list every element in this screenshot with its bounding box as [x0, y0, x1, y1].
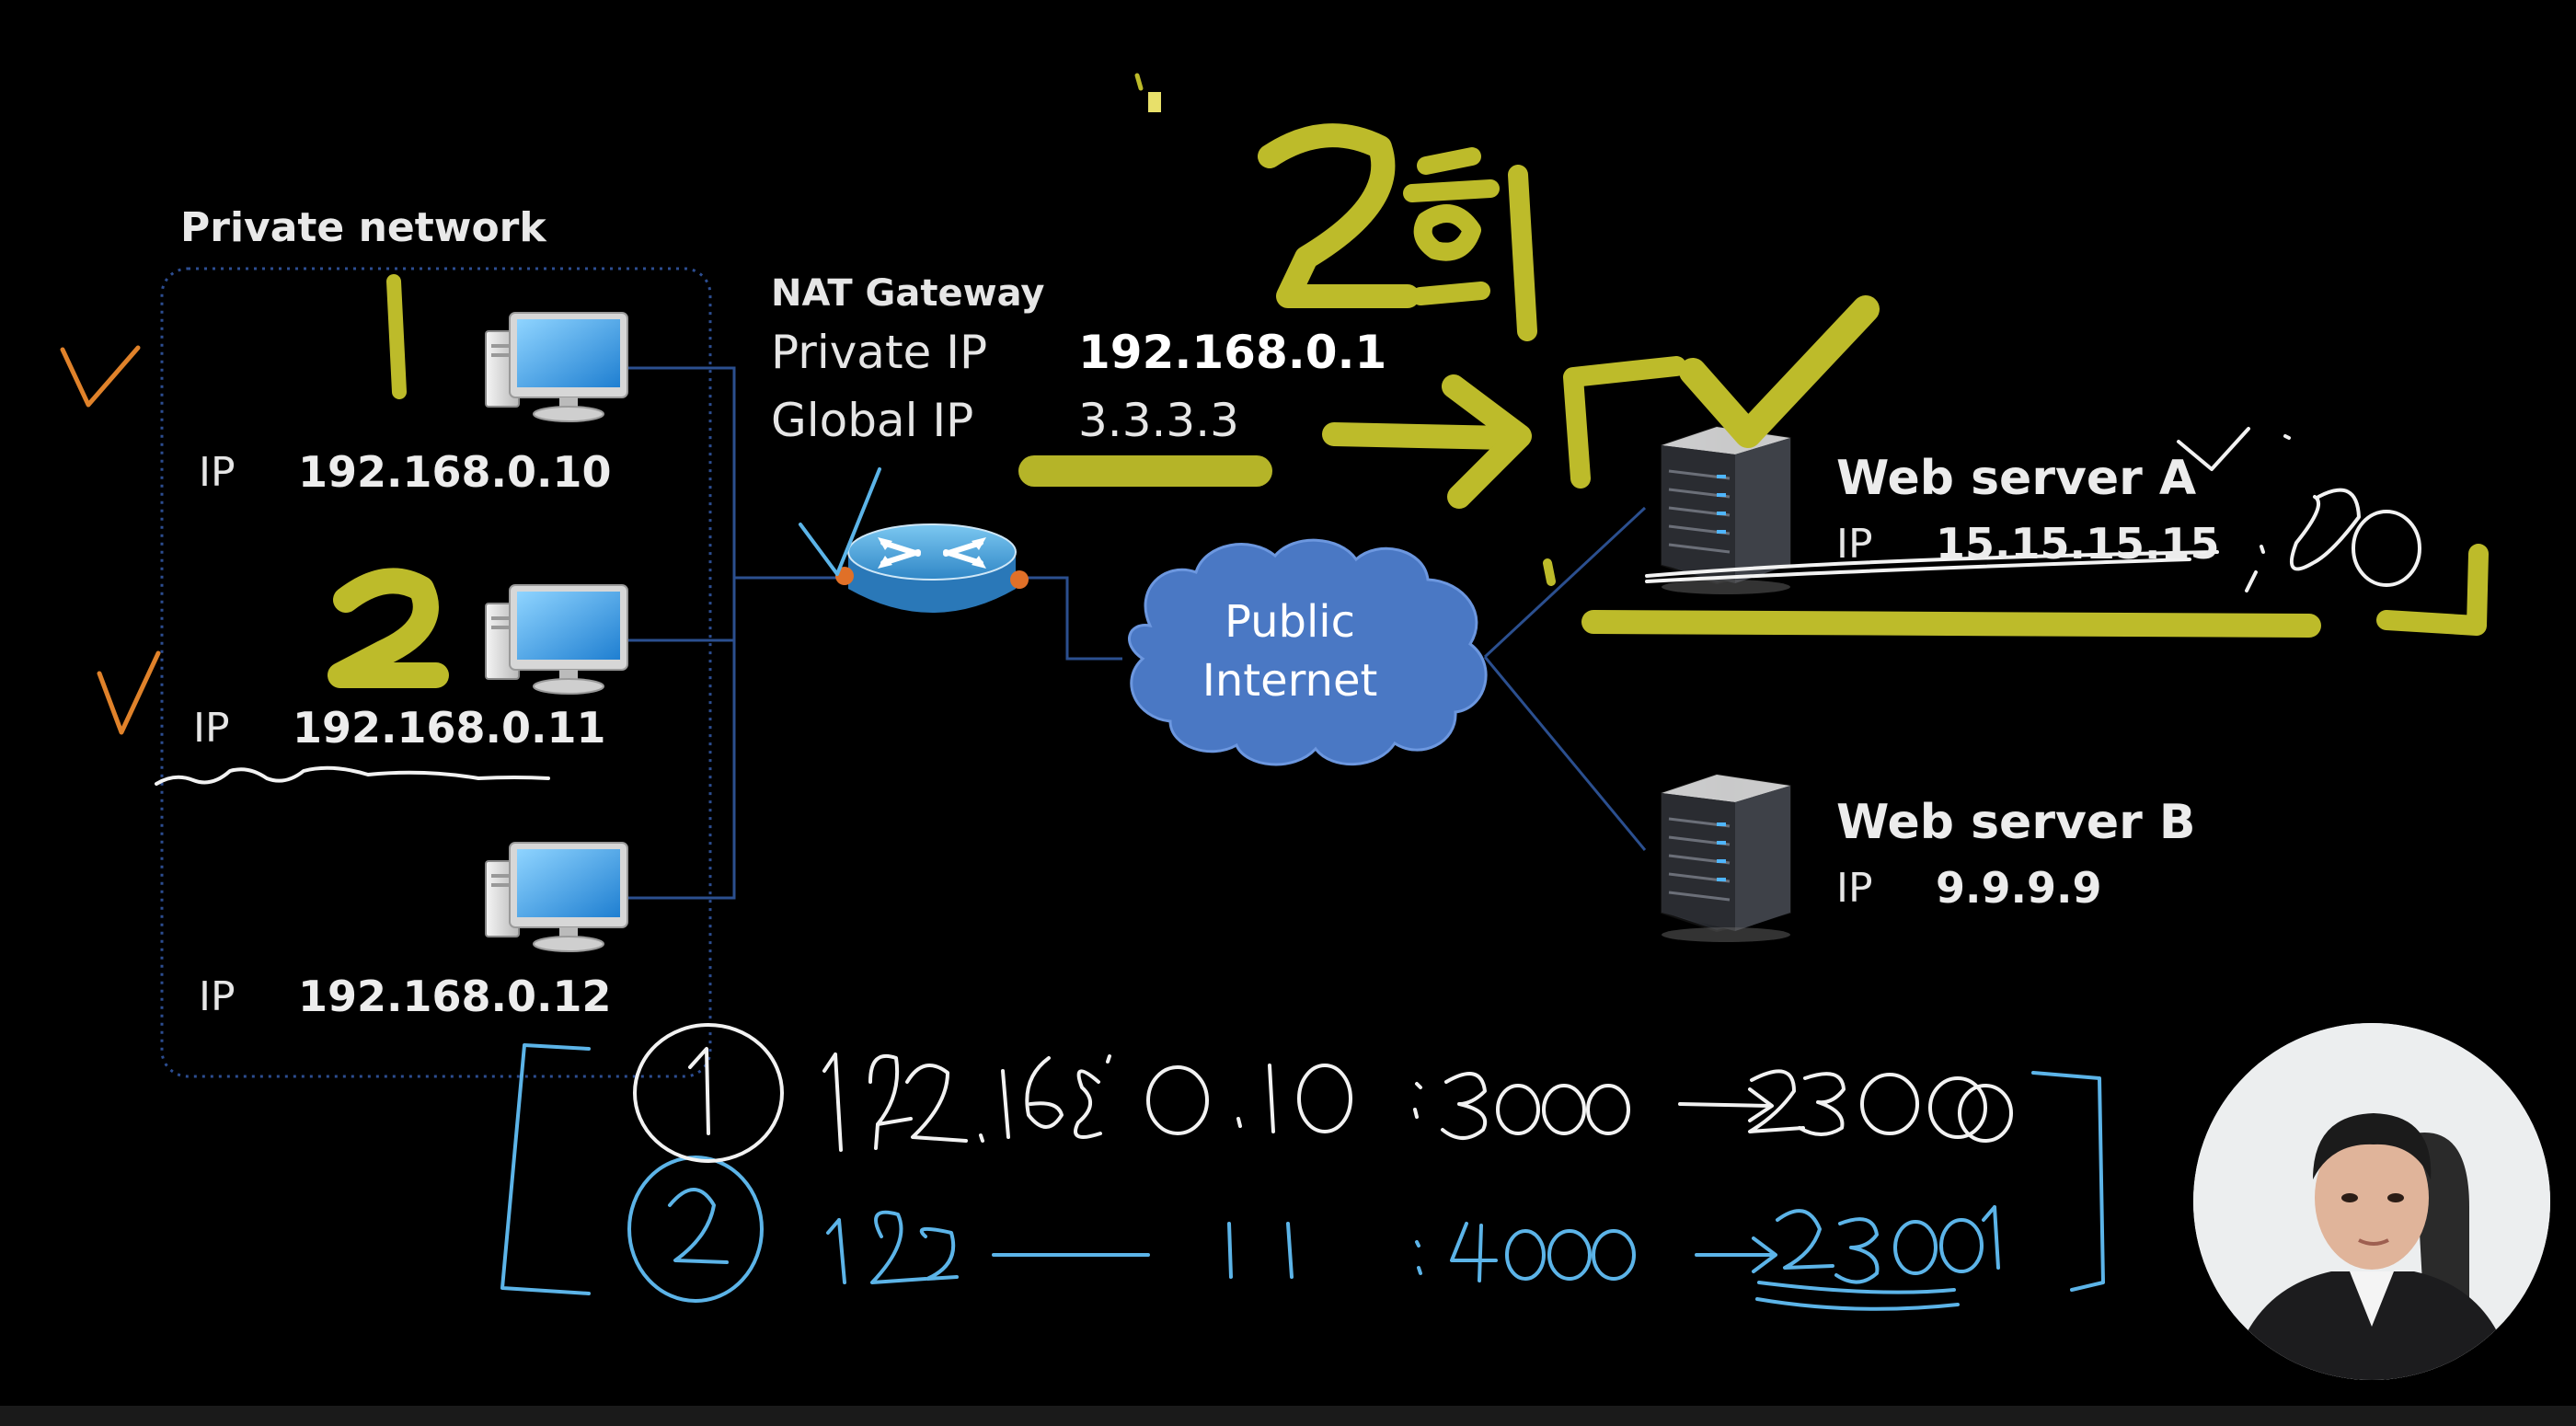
cloud-icon — [1128, 538, 1488, 766]
web-server-a-ip: 15.15.15.15 — [1936, 519, 2220, 569]
host-3-ip: 192.168.0.12 — [298, 972, 612, 1021]
web-server-b-title: Web server B — [1836, 795, 2196, 850]
private-network-title: Private network — [180, 204, 546, 251]
nat-private-ip-label: Private IP — [771, 326, 988, 379]
web-server-a-title: Web server A — [1836, 451, 2197, 506]
presenter-avatar — [2193, 1023, 2550, 1380]
host-2-ip: 192.168.0.11 — [293, 703, 606, 753]
computer-icon — [485, 842, 628, 952]
cloud-label: Public Internet — [1152, 592, 1428, 710]
web-server-b-ip: 9.9.9.9 — [1936, 863, 2102, 913]
nat-gateway-title: NAT Gateway — [771, 272, 1045, 315]
footer-bar — [0, 1406, 2576, 1426]
router-icon — [835, 523, 1029, 613]
host-3-ip-label: IP — [199, 973, 236, 1020]
private-network-boundary — [160, 267, 712, 1078]
link-lines — [613, 366, 1647, 900]
nat-global-ip: 3.3.3.3 — [1078, 394, 1239, 447]
web-server-a-ip-label: IP — [1836, 521, 1873, 568]
computer-icon — [485, 584, 628, 695]
server-icon — [1660, 773, 1792, 944]
yellow-annotations — [328, 73, 2489, 688]
host-2-ip-label: IP — [193, 705, 230, 752]
computer-icon — [485, 312, 628, 422]
host-1-ip: 192.168.0.10 — [298, 447, 612, 497]
white-annotations — [155, 427, 2421, 1163]
nat-global-ip-label: Global IP — [771, 394, 974, 447]
blue-annotations — [500, 467, 2105, 1311]
host-1-ip-label: IP — [199, 449, 236, 496]
nat-private-ip: 192.168.0.1 — [1078, 326, 1387, 379]
orange-checkmarks — [60, 345, 161, 735]
web-server-b-ip-label: IP — [1836, 865, 1873, 912]
cloud-label-line1: Public — [1224, 596, 1356, 648]
cloud-label-line2: Internet — [1202, 655, 1378, 707]
webcam-overlay — [2193, 1023, 2550, 1380]
